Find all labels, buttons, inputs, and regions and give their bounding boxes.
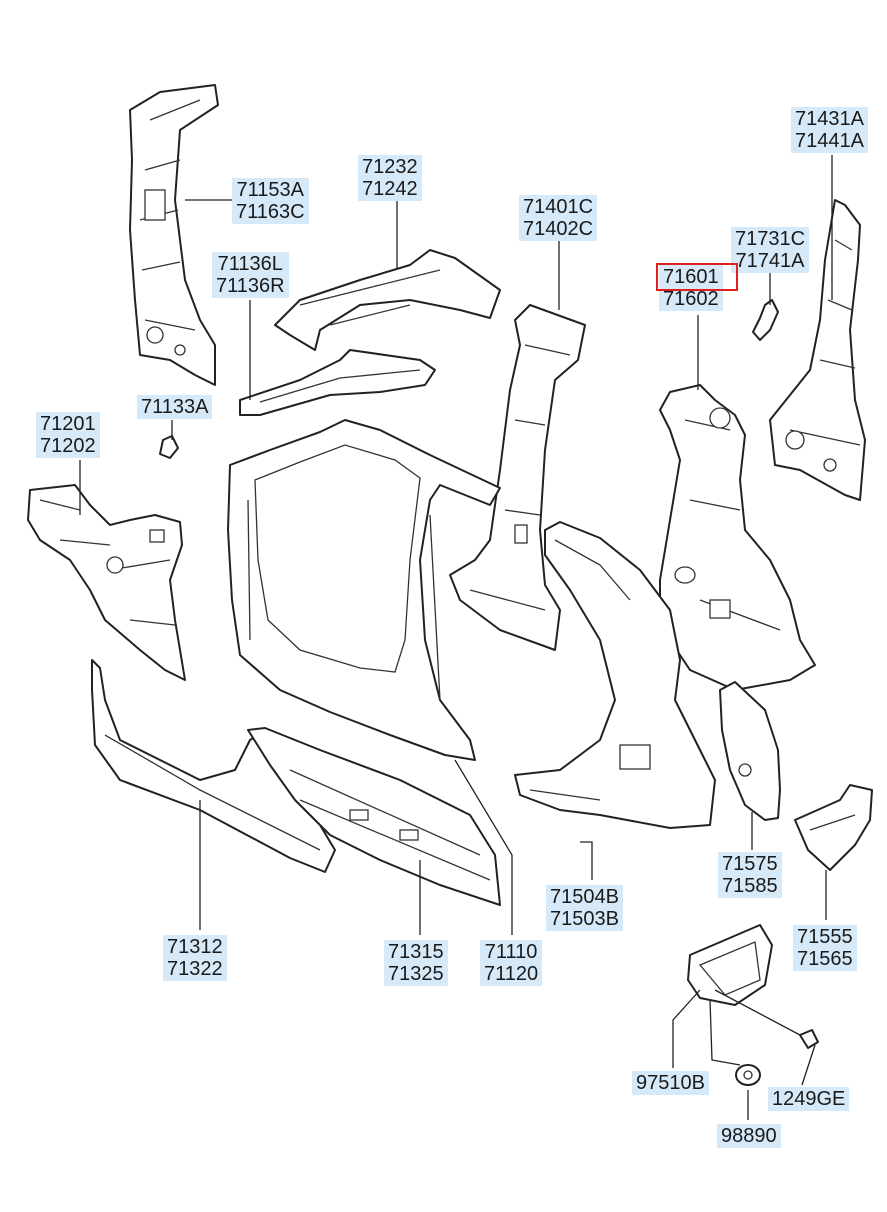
label-71401C[interactable]: 71401C 71402C xyxy=(519,195,598,241)
label-71731C[interactable]: 71731C 71741A xyxy=(731,227,810,273)
label-1249GE[interactable]: 1249GE xyxy=(768,1087,850,1111)
code-71242: 71242 xyxy=(362,178,418,200)
label-71575[interactable]: 71575 71585 xyxy=(718,852,782,898)
code-71585: 71585 xyxy=(722,875,778,897)
code-71136R: 71136R xyxy=(216,275,285,297)
label-71232[interactable]: 71232 71242 xyxy=(358,155,422,201)
label-71431A[interactable]: 71431A 71441A xyxy=(791,107,868,153)
part-clip-71133A xyxy=(159,435,179,459)
leader-lines xyxy=(79,155,833,1120)
code-71555: 71555 xyxy=(797,926,853,948)
part-wheelhouse-extension xyxy=(719,681,781,821)
code-71133A: 71133A xyxy=(141,396,209,418)
code-71602: 71602 xyxy=(663,288,719,310)
code-71441A: 71441A xyxy=(795,130,864,152)
code-71731C: 71731C xyxy=(735,228,806,250)
code-71741A: 71741A xyxy=(735,250,805,272)
code-98890: 98890 xyxy=(721,1125,777,1147)
part-clip-71731C xyxy=(752,299,779,341)
part-side-outer-panel xyxy=(227,419,501,761)
code-71575: 71575 xyxy=(722,853,778,875)
code-71431A: 71431A xyxy=(795,108,864,130)
part-roof-rail xyxy=(274,249,501,351)
part-cover-97510B xyxy=(687,924,773,1006)
code-71322: 71322 xyxy=(167,958,223,980)
code-71202: 71202 xyxy=(40,435,96,457)
code-71163C: 71163C xyxy=(236,201,305,223)
code-71120: 71120 xyxy=(484,963,539,985)
code-71153A: 71153A xyxy=(236,179,305,201)
label-71153A[interactable]: 71153A 71163C xyxy=(232,178,309,224)
label-71136L[interactable]: 71136L 71136R xyxy=(212,252,289,298)
code-71232: 71232 xyxy=(362,156,418,178)
label-98890[interactable]: 98890 xyxy=(717,1124,781,1148)
code-71504B: 71504B xyxy=(550,886,619,908)
highlight-71601 xyxy=(656,263,738,291)
part-fender-apron xyxy=(27,484,186,681)
label-71312[interactable]: 71312 71322 xyxy=(163,935,227,981)
part-roof-rail-inner xyxy=(239,349,436,416)
part-side-sill-inner xyxy=(247,727,501,906)
code-97510B: 97510B xyxy=(636,1072,705,1094)
code-71136L: 71136L xyxy=(217,253,283,275)
label-71133A[interactable]: 71133A xyxy=(137,395,213,419)
code-71315: 71315 xyxy=(388,941,444,963)
label-97510B[interactable]: 97510B xyxy=(632,1071,709,1095)
code-71402C: 71402C xyxy=(523,218,594,240)
part-bracket-71555 xyxy=(794,784,873,871)
code-71312: 71312 xyxy=(167,936,223,958)
label-71315[interactable]: 71315 71325 xyxy=(384,940,448,986)
part-grommet-98890 xyxy=(735,1064,761,1086)
code-71503B: 71503B xyxy=(550,908,619,930)
code-71401C: 71401C xyxy=(523,196,594,218)
code-71201: 71201 xyxy=(40,413,96,435)
part-rear-pillar xyxy=(769,199,866,501)
label-71110[interactable]: 71110 71120 xyxy=(480,940,543,986)
code-71110: 71110 xyxy=(484,941,538,963)
part-screw-1249GE xyxy=(799,1029,819,1049)
label-71504B[interactable]: 71504B 71503B xyxy=(546,885,623,931)
part-quarter-outer-panel xyxy=(514,521,716,829)
part-quarter-inner-panel xyxy=(659,384,816,691)
code-71601: 71601 xyxy=(663,266,719,288)
code-71565: 71565 xyxy=(797,948,853,970)
code-71325: 71325 xyxy=(388,963,444,985)
code-1249GE: 1249GE xyxy=(772,1088,846,1110)
part-center-pillar xyxy=(449,304,586,651)
label-71601[interactable]: 71601 71602 xyxy=(659,265,723,311)
label-71555[interactable]: 71555 71565 xyxy=(793,925,857,971)
label-71201[interactable]: 71201 71202 xyxy=(36,412,100,458)
part-front-pillar-inner xyxy=(129,84,219,386)
